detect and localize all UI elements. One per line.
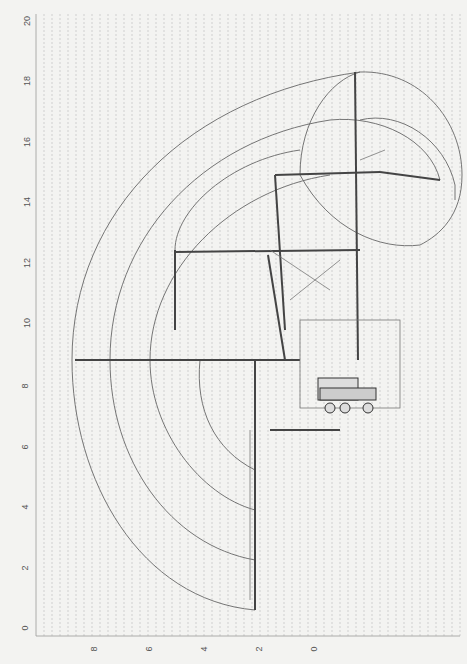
- grid-line: [236, 14, 237, 636]
- grid-line: [316, 14, 317, 636]
- grid-line: [460, 14, 461, 636]
- grid-line: [148, 14, 149, 636]
- grid-line: [396, 14, 397, 636]
- grid-line: [108, 14, 109, 636]
- grid-line: [308, 14, 309, 636]
- axis: [36, 14, 37, 636]
- axis-tick-label: 8: [20, 383, 30, 390]
- grid-line: [348, 14, 349, 636]
- grid-line: [196, 14, 197, 636]
- axis-tick-label: 0: [309, 646, 319, 653]
- grid-line: [252, 14, 253, 636]
- axis-tick-label: 10: [22, 317, 32, 329]
- axis-tick-label: 16: [22, 136, 32, 148]
- grid-line: [164, 14, 165, 636]
- grid-line: [44, 14, 45, 636]
- grid-line: [52, 14, 53, 636]
- grid-line: [180, 14, 181, 636]
- grid-line: [92, 14, 93, 636]
- axis-tick-label: 20: [22, 15, 32, 27]
- envelope: [72, 72, 462, 610]
- axis-tick-label: 6: [144, 646, 154, 653]
- grid-line: [340, 14, 341, 636]
- grid-line: [172, 14, 173, 636]
- axis-tick-label: 4: [20, 504, 30, 511]
- axis-tick-label: 4: [199, 646, 209, 653]
- grid-line: [388, 14, 389, 636]
- grid-line: [452, 14, 453, 636]
- axis-tick-label: 6: [20, 443, 30, 450]
- grid-line: [244, 14, 245, 636]
- grid-line: [116, 14, 117, 636]
- grid-line: [380, 14, 381, 636]
- grid-line: [212, 14, 213, 636]
- axis-tick-label: 14: [22, 196, 32, 208]
- grid-line: [292, 14, 293, 636]
- grid-line: [332, 14, 333, 636]
- axis-tick-label: 18: [22, 75, 32, 87]
- grid-line: [428, 14, 429, 636]
- axis-tick-label: 2: [20, 564, 30, 571]
- grid-line: [204, 14, 205, 636]
- grid-line: [444, 14, 445, 636]
- grid-line: [436, 14, 437, 636]
- grid-line: [100, 14, 101, 636]
- grid-line: [228, 14, 229, 636]
- boom-detail: [250, 150, 400, 600]
- grid-line: [140, 14, 141, 636]
- grid-line: [124, 14, 125, 636]
- grid-line: [420, 14, 421, 636]
- grid-line: [276, 14, 277, 636]
- grid-line: [364, 14, 365, 636]
- grid-line: [260, 14, 261, 636]
- grid-line: [68, 14, 69, 636]
- axis-tick-label: 2: [254, 646, 264, 653]
- grid-line: [404, 14, 405, 636]
- axis-tick-label: 12: [22, 257, 32, 269]
- grid-line: [156, 14, 157, 636]
- grid-line: [220, 14, 221, 636]
- grid-line: [412, 14, 413, 636]
- grid-line: [372, 14, 373, 636]
- axis: [36, 636, 460, 637]
- boom: [75, 72, 440, 610]
- grid-line: [84, 14, 85, 636]
- axis-tick-label: 0: [20, 625, 30, 632]
- grid: [44, 14, 460, 636]
- grid-line: [76, 14, 77, 636]
- grid-line: [188, 14, 189, 636]
- vehicle: [318, 378, 376, 413]
- grid-line: [324, 14, 325, 636]
- axis-tick-label: 8: [89, 646, 99, 653]
- grid-line: [268, 14, 269, 636]
- grid-line: [60, 14, 61, 636]
